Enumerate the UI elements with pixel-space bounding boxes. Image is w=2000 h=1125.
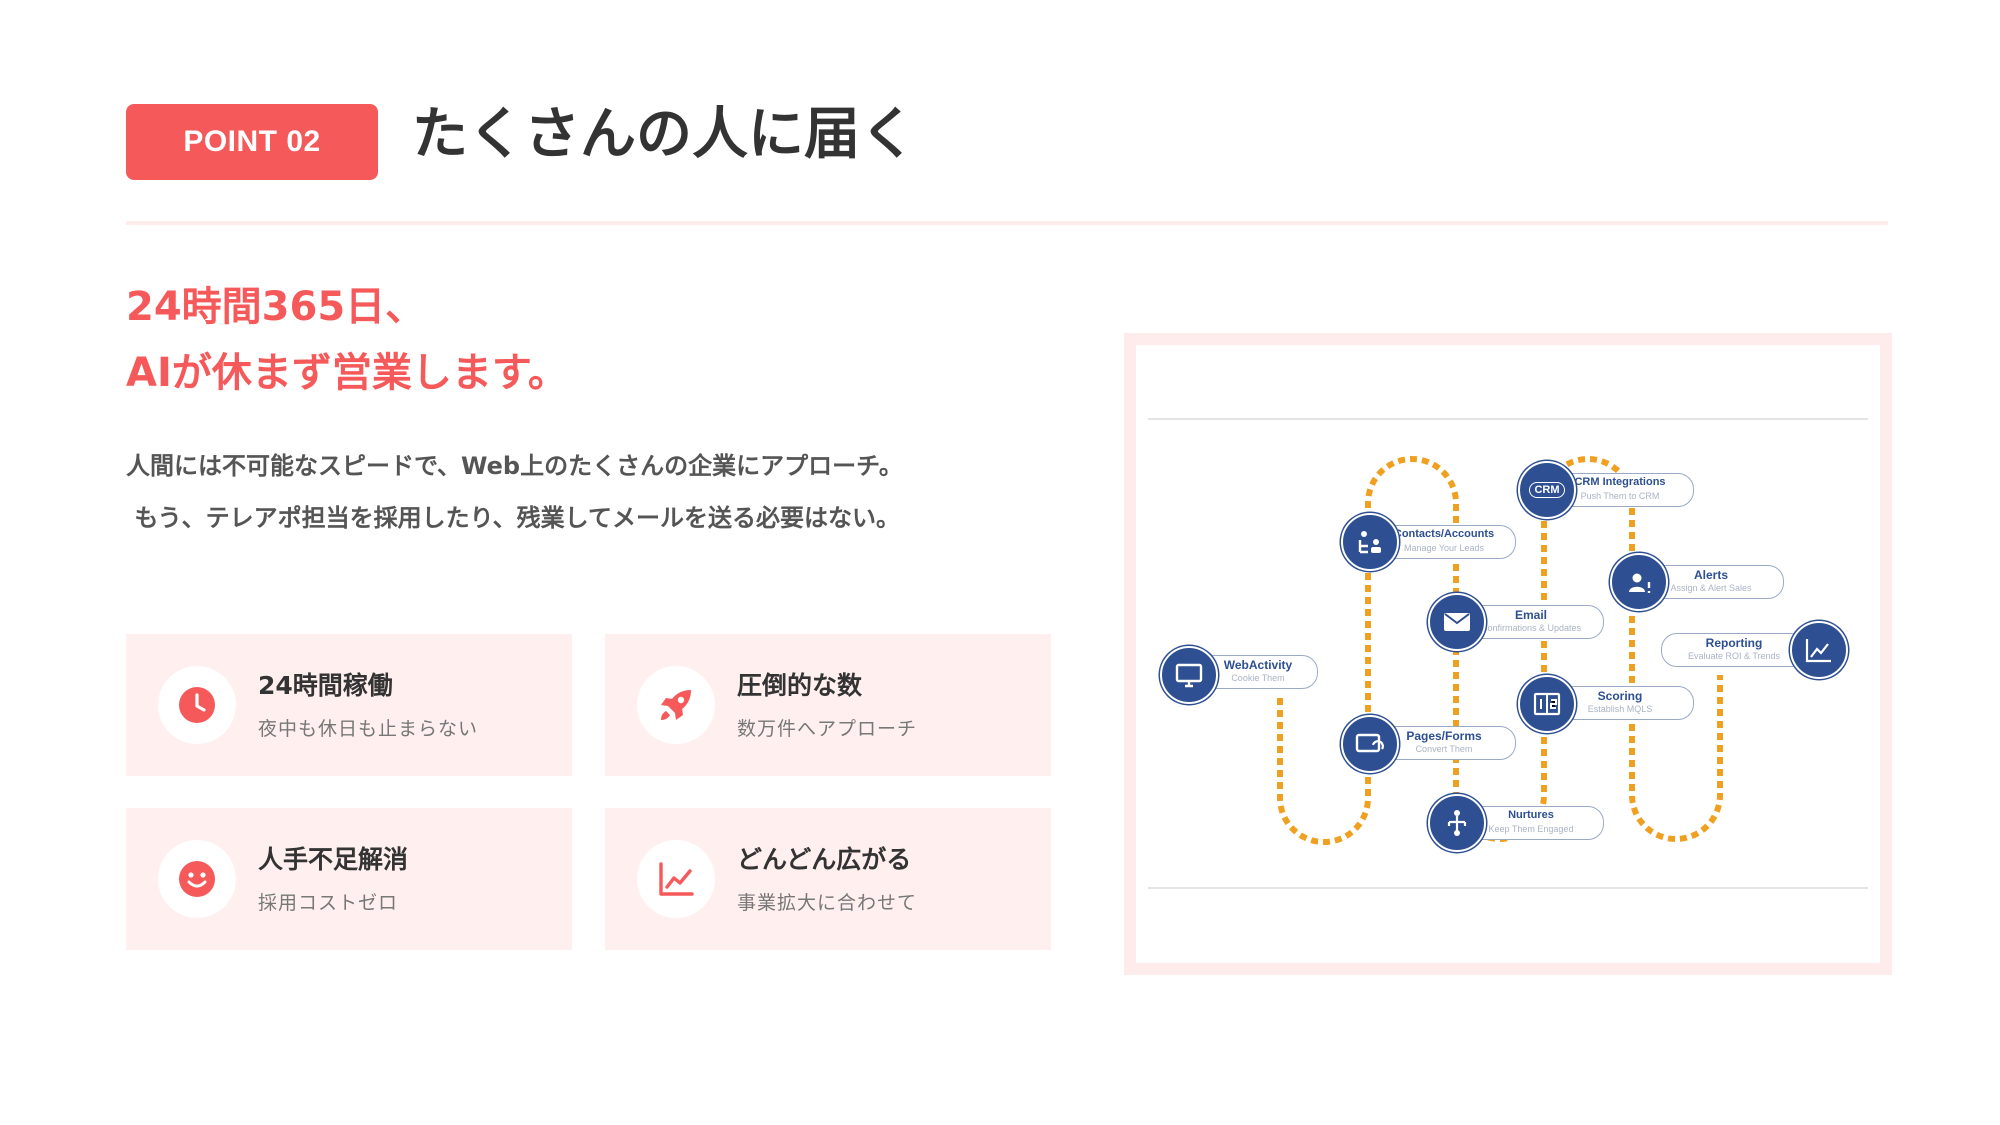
feature-card-staffing: 人手不足解消 採用コストゼロ: [126, 808, 572, 950]
divider: [126, 221, 1888, 225]
clock-icon: [179, 687, 215, 723]
form-icon: [1341, 715, 1399, 773]
feature-title: 圧倒的な数: [737, 671, 863, 700]
node-label: Nurtures: [1508, 809, 1554, 821]
node-sublabel: Establish MQLS: [1587, 704, 1653, 714]
smile-icon: [179, 861, 215, 897]
feature-subtitle: 数万件へアプローチ: [737, 718, 918, 740]
headline-line-2: AIが休まず営業します。: [126, 350, 568, 396]
contacts-icon: [1341, 513, 1399, 571]
feature-subtitle: 採用コストゼロ: [258, 892, 399, 914]
chart-line-icon: [659, 862, 694, 896]
node-sublabel: Push Them to CRM: [1580, 491, 1660, 501]
headline: 24時間365日、 AIが休まず営業します。: [126, 274, 568, 406]
rocket-icon: [661, 690, 691, 720]
nurture-icon: [1428, 794, 1486, 852]
feature-title: 人手不足解消: [258, 845, 409, 874]
scoring-icon: [1518, 675, 1576, 733]
feature-title: 24時間稼働: [258, 671, 393, 700]
node-sublabel: Manage Your Leads: [1403, 543, 1485, 553]
node-label: Alerts: [1693, 568, 1728, 582]
feature-card-24h: 24時間稼働 夜中も休日も止まらない: [126, 634, 572, 776]
node-label: WebActivity: [1223, 658, 1293, 672]
node-sublabel: Keep Them Engaged: [1488, 824, 1574, 834]
node-label: Reporting: [1705, 636, 1763, 650]
feature-icon-wrap: [637, 840, 715, 918]
node-sublabel: Cookie Them: [1231, 673, 1285, 683]
node-sublabel: Evaluate ROI & Trends: [1687, 651, 1781, 661]
body-line-1: 人間には不可能なスピードで、Web上のたくさんの企業にアプローチ。: [126, 452, 903, 480]
node-label: Email: [1514, 608, 1547, 622]
crm-badge: CRM: [1529, 482, 1565, 498]
reporting-icon: [1790, 621, 1848, 679]
page-title: たくさんの人に届く: [412, 102, 916, 167]
node-sublabel: Confirmations & Updates: [1480, 623, 1582, 633]
body-line-2: もう、テレアポ担当を採用したり、残業してメールを送る必要はない。: [126, 504, 900, 532]
diagram-node-webactivity: WebActivity Cookie Them: [1198, 655, 1318, 689]
point-badge: POINT 02: [126, 104, 378, 180]
alert-icon: [1610, 553, 1668, 611]
email-icon: [1428, 593, 1486, 651]
diagram-node-reporting: Reporting Evaluate ROI & Trends: [1661, 633, 1807, 667]
node-label: CRM Integrations: [1574, 476, 1666, 488]
headline-line-1: 24時間365日、: [126, 284, 426, 330]
body-text: 人間には不可能なスピードで、Web上のたくさんの企業にアプローチ。 もう、テレア…: [126, 440, 903, 544]
monitor-icon: [1160, 646, 1218, 704]
node-label: Pages/Forms: [1406, 729, 1482, 743]
crm-icon: CRM: [1518, 461, 1576, 519]
feature-icon-wrap: [637, 666, 715, 744]
node-sublabel: Assign & Alert Sales: [1670, 583, 1752, 593]
feature-title: どんどん広がる: [737, 845, 912, 874]
node-label: Contacts/Accounts: [1393, 528, 1495, 540]
node-sublabel: Convert Them: [1415, 744, 1473, 754]
feature-subtitle: 夜中も休日も止まらない: [258, 718, 479, 740]
feature-card-growth: どんどん広がる 事業拡大に合わせて: [605, 808, 1051, 950]
node-label: Scoring: [1597, 689, 1643, 703]
diagram-frame: WebActivity Cookie Them Contacts/Account…: [1124, 333, 1892, 975]
diagram-image: WebActivity Cookie Them Contacts/Account…: [1136, 345, 1880, 963]
feature-subtitle: 事業拡大に合わせて: [737, 892, 918, 914]
feature-icon-wrap: [158, 666, 236, 744]
feature-card-volume: 圧倒的な数 数万件へアプローチ: [605, 634, 1051, 776]
feature-icon-wrap: [158, 840, 236, 918]
